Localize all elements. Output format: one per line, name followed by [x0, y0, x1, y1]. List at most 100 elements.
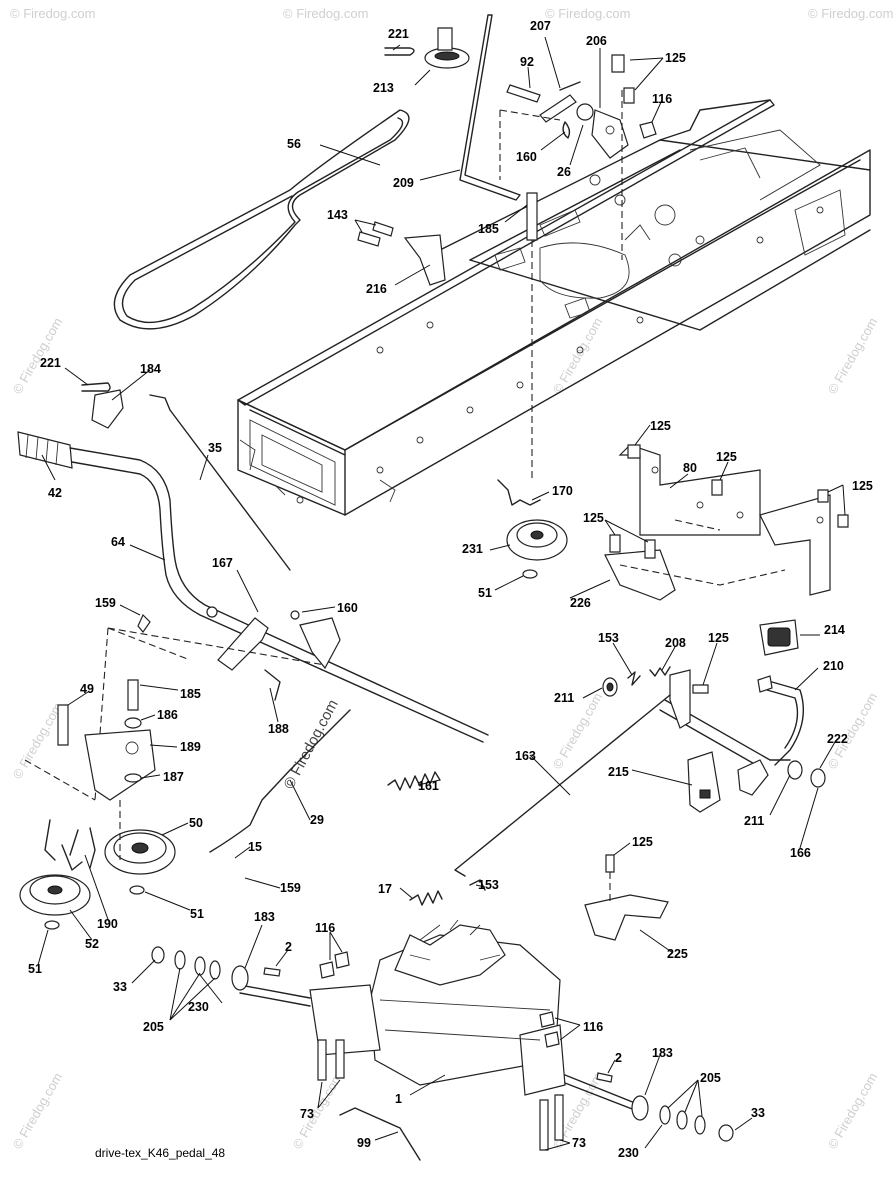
frame-chassis — [237, 99, 871, 516]
callout-221: 221 — [388, 27, 409, 41]
callout-35: 35 — [208, 441, 222, 455]
callout-183: 183 — [254, 910, 275, 924]
watermark: © Firedog.com — [825, 690, 881, 772]
callout-125: 125 — [708, 631, 729, 645]
pedal-assembly — [409, 619, 826, 941]
callout-51: 51 — [28, 962, 42, 976]
watermark: © Firedog.com — [10, 700, 66, 782]
callout-52: 52 — [85, 937, 99, 951]
callout-73: 73 — [572, 1136, 586, 1150]
callout-189: 189 — [180, 740, 201, 754]
callout-205: 205 — [143, 1020, 164, 1034]
callout-116: 116 — [583, 1020, 603, 1034]
callout-215: 215 — [608, 765, 629, 779]
watermark: © Firedog.com — [550, 315, 606, 397]
callout-143: 143 — [327, 208, 348, 222]
callout-17: 17 — [378, 882, 392, 896]
callout-160: 160 — [516, 150, 537, 164]
callout-125: 125 — [716, 450, 737, 464]
callout-207: 207 — [530, 19, 551, 33]
left-upper-parts — [17, 382, 489, 853]
callout-185: 185 — [478, 222, 499, 236]
callout-188: 188 — [268, 722, 289, 736]
callout-125: 125 — [650, 419, 671, 433]
callout-99: 99 — [357, 1136, 371, 1150]
callout-211: 211 — [744, 814, 764, 828]
callout-153: 153 — [598, 631, 619, 645]
callout-56: 56 — [287, 137, 301, 151]
watermark: © Firedog.com — [545, 6, 630, 21]
watermark: © Firedog.com — [825, 315, 881, 397]
callout-125: 125 — [852, 479, 873, 493]
callout-51: 51 — [478, 586, 492, 600]
callout-226: 226 — [570, 596, 591, 610]
callout-214: 214 — [824, 623, 845, 637]
callout-166: 166 — [790, 846, 811, 860]
callout-184: 184 — [140, 362, 161, 376]
watermark: © Firedog.com — [808, 6, 893, 21]
callout-160: 160 — [337, 601, 358, 615]
callout-230: 230 — [188, 1000, 209, 1014]
callout-labels: 221 213 207 92 206 125 116 56 160 26 209… — [28, 19, 873, 1160]
callout-159: 159 — [95, 596, 116, 610]
watermark: © Firedog.com — [290, 1070, 346, 1152]
callout-230: 230 — [618, 1146, 639, 1160]
callout-167: 167 — [212, 556, 233, 570]
callout-1: 1 — [395, 1092, 402, 1106]
callout-92: 92 — [520, 55, 534, 69]
callout-211: 211 — [554, 691, 574, 705]
callout-64: 64 — [111, 535, 125, 549]
callout-125: 125 — [632, 835, 653, 849]
callout-206: 206 — [586, 34, 607, 48]
callout-210: 210 — [823, 659, 844, 673]
callout-208: 208 — [665, 636, 686, 650]
callout-50: 50 — [189, 816, 203, 830]
callout-49: 49 — [80, 682, 94, 696]
watermark: © Firedog.com — [10, 6, 95, 21]
diagram-reference-code: drive-tex_K46_pedal_48 — [95, 1146, 225, 1160]
callout-205: 205 — [700, 1071, 721, 1085]
callout-73: 73 — [300, 1107, 314, 1121]
callout-33: 33 — [751, 1106, 765, 1120]
callout-185: 185 — [180, 687, 201, 701]
callout-222: 222 — [827, 732, 848, 746]
drive-belt — [113, 109, 410, 330]
callout-51: 51 — [190, 907, 204, 921]
callout-209: 209 — [393, 176, 414, 190]
callout-161: 161 — [418, 779, 439, 793]
callout-183: 183 — [652, 1046, 673, 1060]
right-brackets — [497, 444, 849, 601]
top-parts — [357, 14, 657, 480]
watermark: © Firedog.com — [825, 1070, 881, 1152]
callout-125: 125 — [583, 511, 604, 525]
watermark-center: © Firedog.com — [281, 697, 342, 792]
watermark: © Firedog.com — [10, 1070, 66, 1152]
callout-33: 33 — [113, 980, 127, 994]
callout-163: 163 — [515, 749, 536, 763]
callout-225: 225 — [667, 947, 688, 961]
callout-42: 42 — [48, 486, 62, 500]
callout-221: 221 — [40, 356, 61, 370]
callout-125: 125 — [665, 51, 686, 65]
callout-2: 2 — [285, 940, 292, 954]
callout-153: 153 — [478, 878, 499, 892]
callout-170: 170 — [552, 484, 573, 498]
callout-80: 80 — [683, 461, 697, 475]
callout-26: 26 — [557, 165, 571, 179]
callout-29: 29 — [310, 813, 324, 827]
callout-159: 159 — [280, 881, 301, 895]
callout-186: 186 — [157, 708, 178, 722]
callout-15: 15 — [248, 840, 262, 854]
callout-116: 116 — [652, 92, 672, 106]
leader-lines — [37, 36, 846, 1151]
callout-231: 231 — [462, 542, 483, 556]
callout-190: 190 — [97, 917, 118, 931]
watermark: © Firedog.com — [283, 6, 368, 21]
left-pulleys — [19, 679, 176, 930]
transaxle — [151, 919, 734, 1161]
callout-216: 216 — [366, 282, 387, 296]
callout-2: 2 — [615, 1051, 622, 1065]
callout-116: 116 — [315, 921, 335, 935]
callout-213: 213 — [373, 81, 394, 95]
